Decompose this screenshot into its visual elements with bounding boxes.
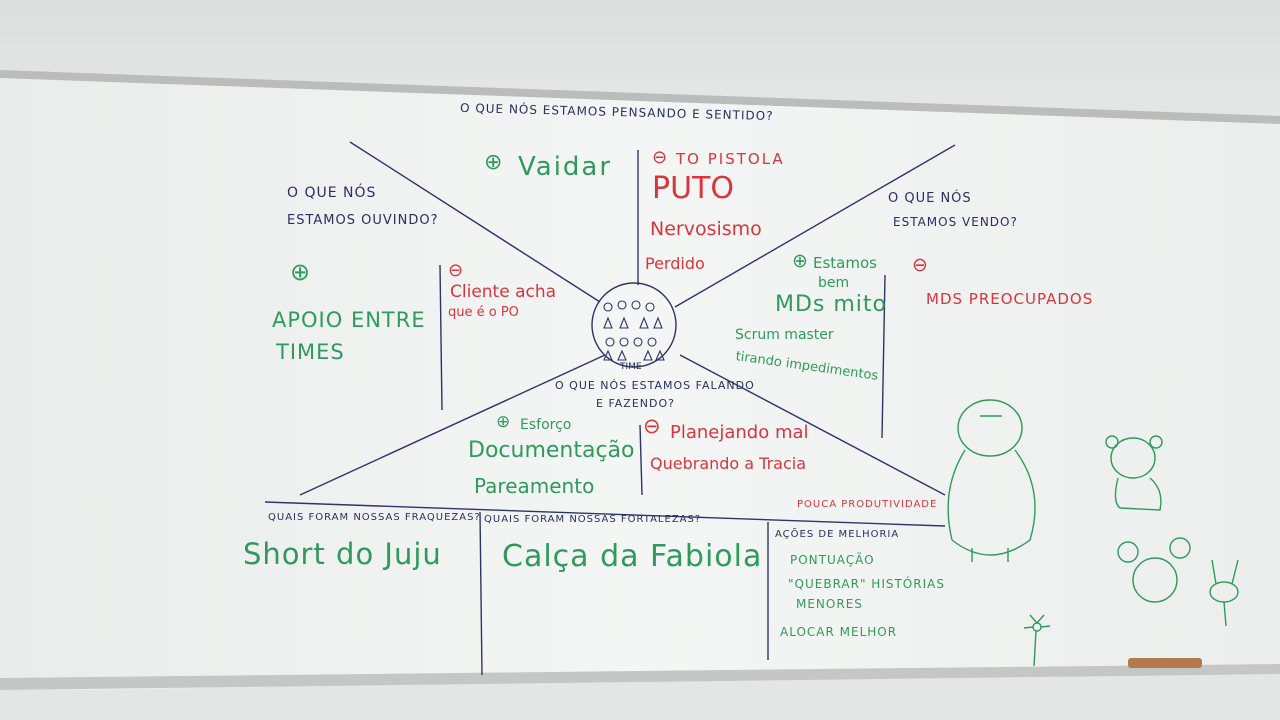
hear-minus-line: Cliente acha	[450, 282, 557, 302]
say-do-plus-label: Esforço	[520, 417, 572, 433]
strengths-content: Calça da Fabiola	[502, 539, 763, 574]
improvement-item: PONTUAÇÃO	[790, 553, 875, 567]
improvement-item: ALOCAR MELHOR	[780, 625, 898, 639]
minus-icon: ⊖	[652, 147, 668, 168]
see-plus-line: MDs mito	[775, 292, 888, 317]
see-question-line: O QUE NÓS	[888, 191, 972, 206]
team-circle	[591, 282, 677, 368]
wall	[0, 0, 1280, 80]
see-plus-line: bem	[818, 275, 850, 291]
flower-doodle	[1023, 614, 1051, 667]
weaknesses-content: Short do Juju	[243, 537, 442, 571]
board-tray	[0, 664, 1280, 690]
strengths-header: QUAIS FORAM NOSSAS FORTALEZAS?	[484, 514, 702, 525]
say-do-question-line: O QUE NÓS ESTAMOS FALANDO	[555, 379, 755, 392]
see-plus-line: Scrum master	[735, 327, 834, 343]
think-minus-item: PUTO	[652, 171, 734, 206]
marker-on-tray	[1128, 658, 1202, 668]
think-minus-item: Nervosismo	[650, 218, 762, 240]
bunny-doodle	[1209, 559, 1239, 627]
hear-minus-line: que é o PO	[448, 305, 519, 320]
see-question-line: ESTAMOS VENDO?	[893, 215, 1018, 229]
board-surface	[0, 76, 1280, 690]
plus-icon: ⊕	[484, 150, 503, 175]
plus-icon: ⊕	[792, 250, 808, 272]
plus-icon: ⊕	[290, 258, 311, 286]
team-label: TIME	[620, 362, 642, 372]
plus-icon: ⊕	[496, 412, 511, 432]
board-drawing	[0, 70, 1280, 690]
say-do-minus-line: Planejando mal	[670, 422, 809, 443]
think-plus-text: Vaidar	[518, 152, 613, 182]
improvement-item: MENORES	[796, 597, 863, 611]
improvement-item: "QUEBRAR" HISTÓRIAS	[788, 577, 945, 591]
see-minus-text: MDS PREOCUPADOS	[926, 290, 1094, 308]
hear-plus-line: TIMES	[276, 340, 345, 364]
say-do-extra-note: POUCA PRODUTIVIDADE	[797, 499, 938, 510]
say-do-minus-line: Quebrando a Tracia	[650, 454, 807, 473]
think-minus-item: Perdido	[645, 254, 705, 273]
hear-question-line: O QUE NÓS	[287, 185, 377, 201]
say-do-plus-line: Documentação	[468, 438, 635, 463]
minus-icon: ⊖	[643, 414, 661, 438]
mickey-doodle	[1117, 537, 1191, 603]
hear-plus-line: APOIO ENTRE	[272, 308, 426, 332]
bear-doodle	[1105, 435, 1163, 511]
weaknesses-header: QUAIS FORAM NOSSAS FRAQUEZAS?	[268, 512, 481, 523]
say-do-plus-line: Pareamento	[474, 474, 595, 498]
robot-doodle	[947, 399, 1036, 562]
whiteboard: O QUE NÓS ESTAMOS PENSANDO E SENTIDO? ⊕ …	[0, 70, 1280, 690]
think-minus-item: TO PISTOLA	[676, 150, 785, 168]
map-lines	[264, 141, 956, 676]
say-do-question-line: E FAZENDO?	[596, 397, 675, 410]
improvements-header: AÇÕES DE MELHORIA	[775, 529, 900, 540]
see-plus-line: Estamos	[813, 254, 877, 272]
minus-icon: ⊖	[448, 260, 464, 281]
minus-icon: ⊖	[912, 254, 928, 276]
board-frame-top	[0, 70, 1280, 124]
hear-question-line: ESTAMOS OUVINDO?	[287, 213, 439, 228]
